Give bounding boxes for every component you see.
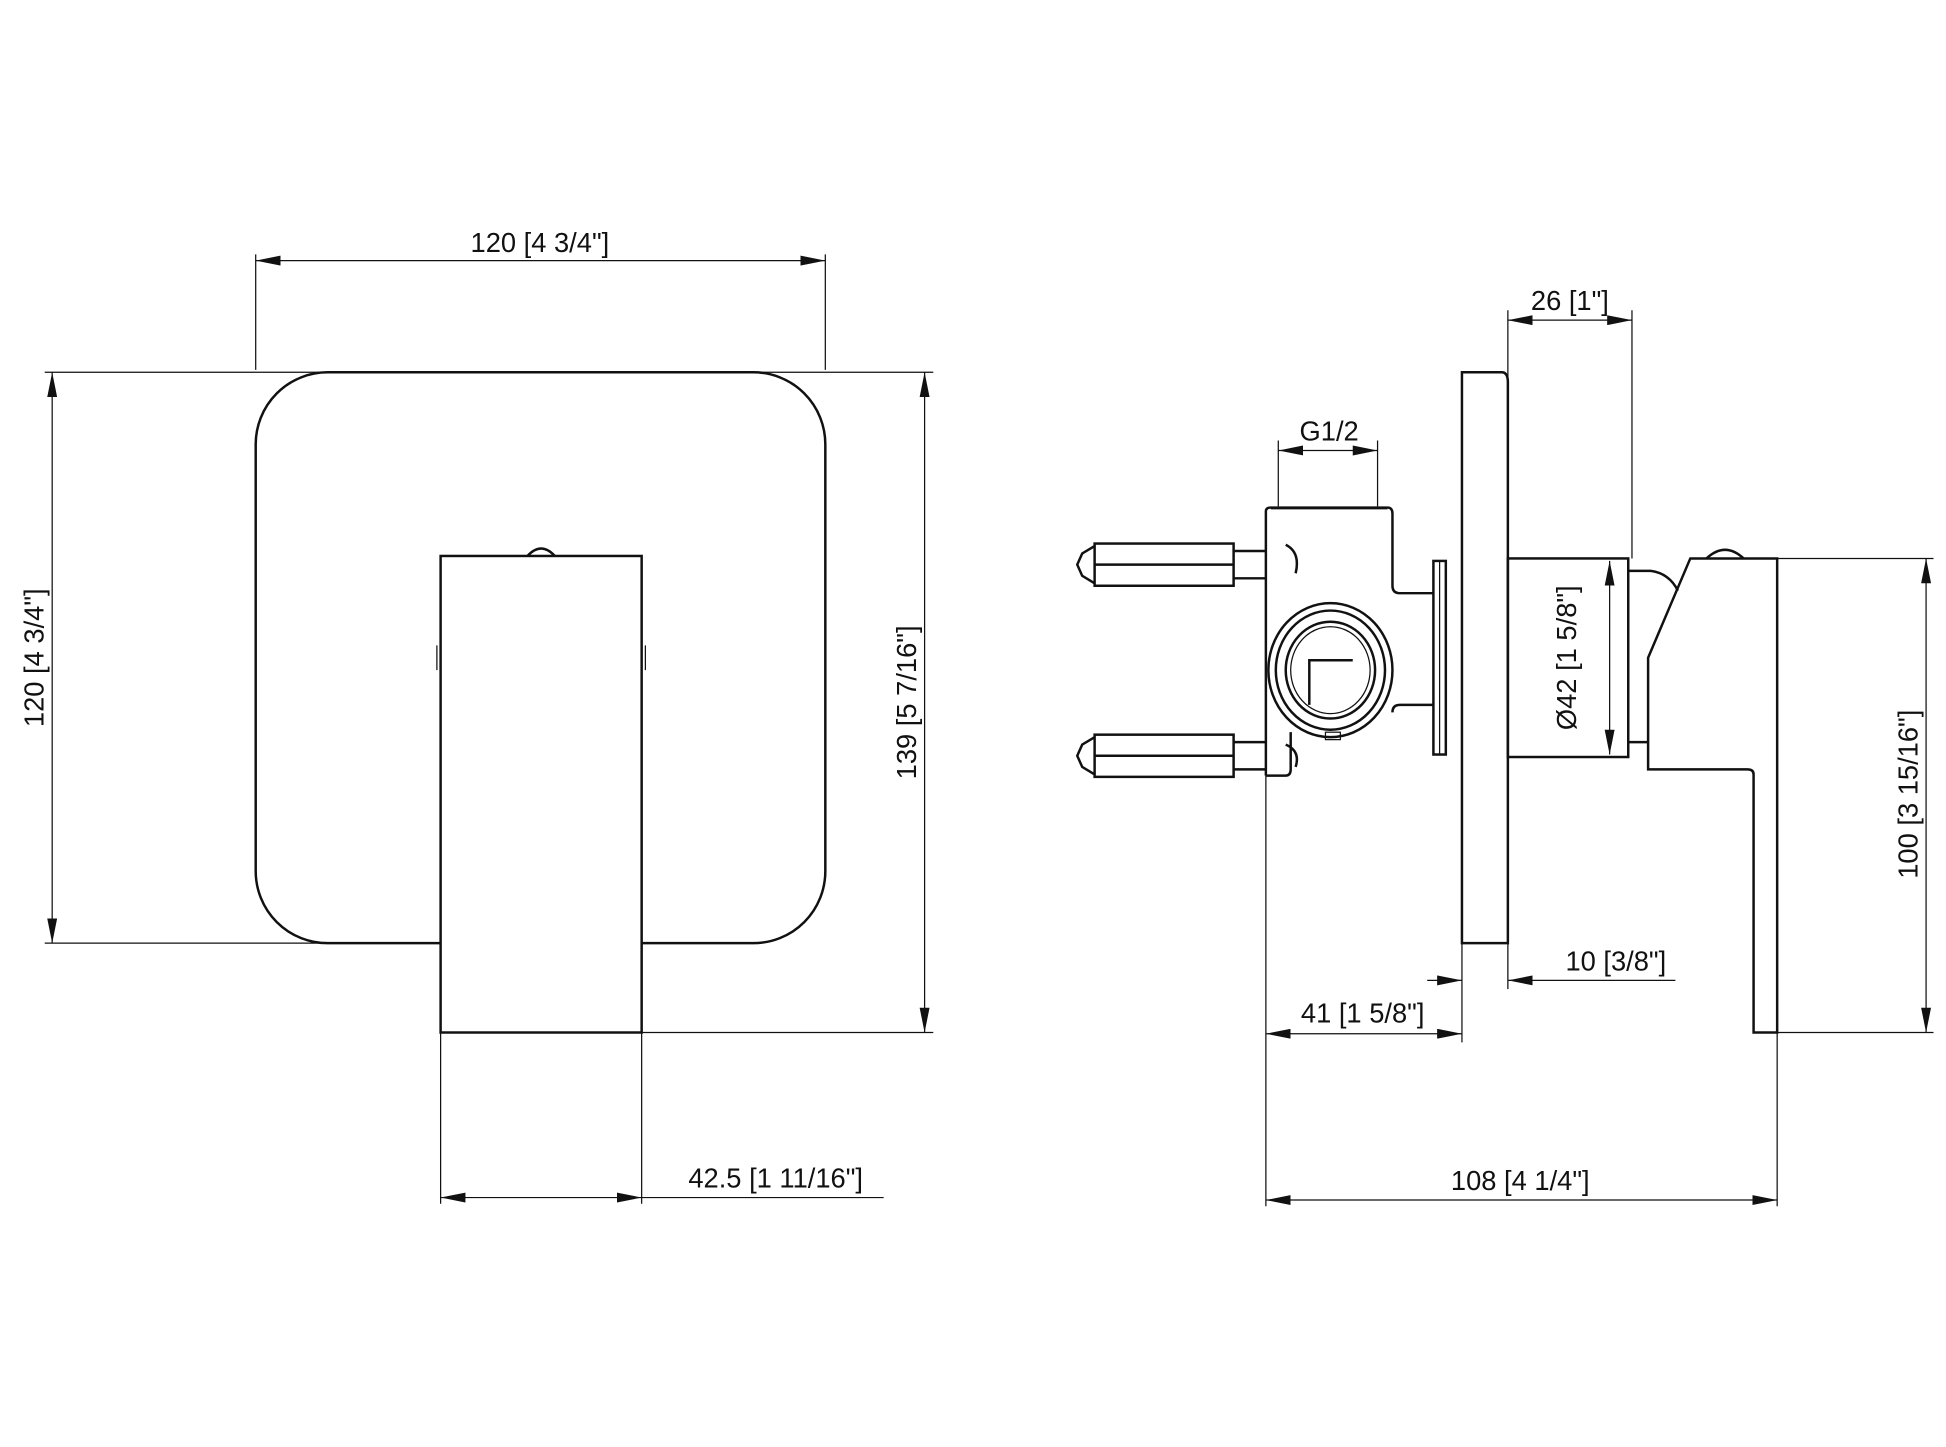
extension-lines xyxy=(641,371,934,1034)
extension-lines xyxy=(255,254,826,370)
extension-lines xyxy=(44,371,441,944)
dim-diameter-label: Ø42 [1 5/8"] xyxy=(1551,585,1582,730)
side-view: 26 [1"] G1/2 Ø42 [1 5/8"] 10 [3/8"] 41 [… xyxy=(1075,285,1934,1207)
dim-41-label: 41 [1 5/8"] xyxy=(1301,998,1425,1029)
dim-108-label: 108 [4 1/4"] xyxy=(1451,1165,1590,1196)
lever-knob xyxy=(526,547,556,557)
mounting-pin-top xyxy=(1075,542,1266,587)
dim-100-label: 100 [3 15/16"] xyxy=(1892,710,1923,879)
screws xyxy=(1285,543,1299,768)
valve-body-foot xyxy=(1265,732,1292,777)
valve-body xyxy=(1264,506,1434,776)
outlet-port xyxy=(1267,601,1394,741)
dim-height-label: 120 [4 3/4"] xyxy=(18,588,49,727)
wall-plate xyxy=(1460,371,1510,945)
dim-lever-width-label: 42.5 [1 11/16"] xyxy=(688,1163,863,1194)
dim-26-label: 26 [1"] xyxy=(1531,285,1609,316)
lever-knob xyxy=(1705,548,1745,560)
cartridge-body xyxy=(1506,557,1630,759)
dim-10-label: 10 [3/8"] xyxy=(1565,945,1666,976)
body-connector xyxy=(1628,569,1679,592)
mounting-pin-bottom xyxy=(1075,733,1266,779)
dim-total-height-label: 139 [5 7/16"] xyxy=(891,625,922,779)
extension-lines xyxy=(439,1032,643,1204)
extension-lines xyxy=(1507,310,1633,559)
dim-width-label: 120 [4 3/4"] xyxy=(471,227,610,258)
extension-lines xyxy=(1777,557,1934,1034)
lever-side xyxy=(1646,557,1779,1034)
dim-thread-label: G1/2 xyxy=(1300,416,1359,447)
lever-side-marks xyxy=(436,645,646,671)
extension-lines xyxy=(1265,775,1463,1207)
lever-handle xyxy=(439,554,643,1034)
front-view: 120 [4 3/4"] 120 [4 3/4"] 139 [5 7/16"] … xyxy=(18,227,934,1204)
